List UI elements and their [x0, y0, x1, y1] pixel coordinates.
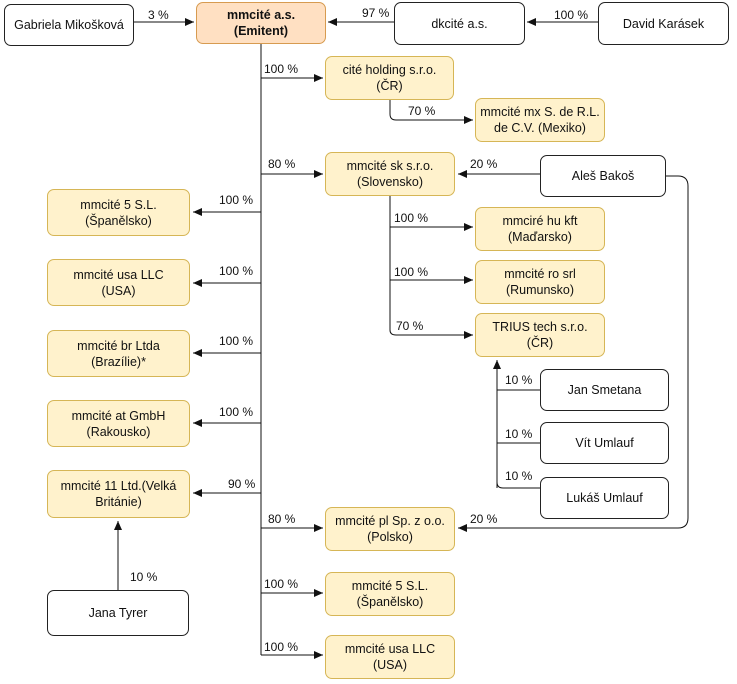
node-label: Aleš Bakoš: [571, 169, 635, 183]
node-mmcite-pl: mmcité pl Sp. z o.o. (Polsko): [325, 507, 455, 551]
node-label: Vít Umlauf: [575, 436, 634, 450]
node-line2: (Brazílie)*: [91, 354, 146, 369]
node-line2: (Maďarsko): [508, 230, 572, 244]
node-line1: mmcité at GmbH: [71, 408, 166, 423]
node-dkcite: dkcité a.s.: [394, 2, 525, 45]
node-mmcite-usa-left: mmcité usa LLC (USA): [47, 259, 190, 306]
node-mmcite-usa-bottom: mmcité usa LLC (USA): [325, 635, 455, 679]
node-line1: mmcité usa LLC: [344, 642, 436, 656]
pct-emitent-br: 100 %: [219, 334, 254, 348]
node-line1: mmciré hu kft: [502, 214, 578, 228]
pct-emitent-cite-holding: 100 %: [264, 62, 299, 76]
pct-emitent-at: 100 %: [219, 405, 254, 419]
pct-emitent-11: 90 %: [228, 477, 256, 491]
pct-smetana-trius: 10 %: [505, 373, 533, 387]
pct-tyrer-11: 10 %: [130, 570, 158, 584]
node-line1: mmcité 5 S.L.: [80, 197, 157, 212]
node-line1: mmcité pl Sp. z o.o.: [335, 514, 445, 528]
node-line2: (Slovensko): [357, 175, 423, 189]
node-line1: cité holding s.r.o.: [342, 63, 437, 77]
pct-emitent-5sl-bottom: 100 %: [264, 577, 299, 591]
node-line2: (USA): [372, 658, 408, 672]
node-line1: mmcité usa LLC: [73, 267, 164, 282]
node-mmcire-hu: mmciré hu kft (Maďarsko): [475, 207, 605, 251]
node-line1: mmcité 11 Ltd.(Velká: [60, 479, 177, 493]
pct-emitent-pl: 80 %: [268, 512, 296, 526]
pct-emitent-usa-bottom: 100 %: [264, 640, 299, 654]
pct-bakos-sk: 20 %: [470, 157, 498, 171]
node-mmcite-br: mmcité br Ltda (Brazílie)*: [47, 330, 190, 377]
node-tyrer: Jana Tyrer: [47, 590, 189, 636]
node-line2: Británie): [95, 495, 142, 509]
node-line2: (Rakousko): [86, 424, 151, 439]
node-trius: TRIUS tech s.r.o. (ČR): [475, 313, 605, 357]
node-mmcite-5sl-bottom: mmcité 5 S.L. (Španělsko): [325, 572, 455, 616]
node-label: David Karásek: [622, 16, 705, 31]
node-mmcite-5sl-left: mmcité 5 S.L. (Španělsko): [47, 189, 190, 236]
node-label: Jana Tyrer: [88, 606, 148, 620]
edge-lukas-trius: [496, 481, 540, 489]
node-mmcite-at: mmcité at GmbH (Rakousko): [47, 400, 190, 447]
pct-lukas-trius: 10 %: [505, 469, 533, 483]
node-mmcite-mx: mmcité mx S. de R.L. de C.V. (Mexiko): [475, 98, 605, 142]
pct-emitent-sk: 80 %: [268, 157, 296, 171]
node-line2: (USA): [101, 283, 136, 298]
node-label: Jan Smetana: [567, 383, 642, 397]
node-line2: (Rumunsko): [505, 283, 575, 297]
node-mmcite-11: mmcité 11 Ltd.(Velká Británie): [47, 470, 190, 518]
pct-emitent-usa-left: 100 %: [219, 264, 254, 278]
node-karasek: David Karásek: [598, 2, 729, 45]
edge-sk-trius: [389, 329, 473, 339]
node-line1: mmcité ro srl: [504, 267, 576, 281]
pct-mikoskova-emitent: 3 %: [148, 8, 169, 22]
node-line1: TRIUS tech s.r.o.: [492, 320, 588, 334]
pct-vit-trius: 10 %: [505, 427, 533, 441]
node-line2: (Španělsko): [85, 213, 152, 228]
edge-bakos-pl: [458, 175, 689, 532]
node-bakos: Aleš Bakoš: [540, 155, 666, 197]
node-line1: mmcité br Ltda: [77, 338, 160, 353]
node-line2: (Emitent): [233, 24, 289, 38]
node-cite-holding: cité holding s.r.o. (ČR): [325, 56, 454, 100]
pct-sk-hu: 100 %: [394, 211, 429, 225]
node-mmcite-sk: mmcité sk s.r.o. (Slovensko): [325, 152, 455, 196]
pct-sk-ro: 100 %: [394, 265, 429, 279]
node-line2: (Španělsko): [356, 595, 424, 609]
node-line1: mmcité mx S. de R.L.: [480, 105, 600, 119]
node-line2: (ČR): [376, 79, 403, 93]
node-smetana: Jan Smetana: [540, 369, 669, 411]
node-label: Gabriela Mikošková: [14, 18, 124, 32]
node-lukas-umlauf: Lukáš Umlauf: [540, 477, 669, 519]
node-line2: (ČR): [526, 336, 554, 350]
node-emitent: mmcité a.s. (Emitent): [196, 2, 326, 44]
pct-sk-trius: 70 %: [396, 319, 424, 333]
node-line1: mmcité a.s.: [226, 8, 296, 22]
pct-karasek-dkcite: 100 %: [554, 8, 589, 22]
pct-emitent-5sl-left: 100 %: [219, 193, 254, 207]
node-label: Lukáš Umlauf: [566, 491, 643, 505]
node-line2: de C.V. (Mexiko): [494, 121, 586, 135]
pct-cite-holding-mx: 70 %: [408, 104, 436, 118]
node-line2: (Polsko): [367, 530, 413, 544]
node-mmcite-ro: mmcité ro srl (Rumunsko): [475, 260, 605, 304]
edge-cite-holding-mx: [389, 100, 473, 124]
node-label: dkcité a.s.: [431, 16, 488, 31]
node-mikoskova: Gabriela Mikošková: [4, 4, 134, 46]
node-line1: mmcité 5 S.L.: [351, 579, 429, 593]
node-vit-umlauf: Vít Umlauf: [540, 422, 669, 464]
pct-dkcite-emitent: 97 %: [362, 6, 390, 20]
pct-bakos-pl: 20 %: [470, 512, 498, 526]
node-line1: mmcité sk s.r.o.: [346, 159, 434, 173]
